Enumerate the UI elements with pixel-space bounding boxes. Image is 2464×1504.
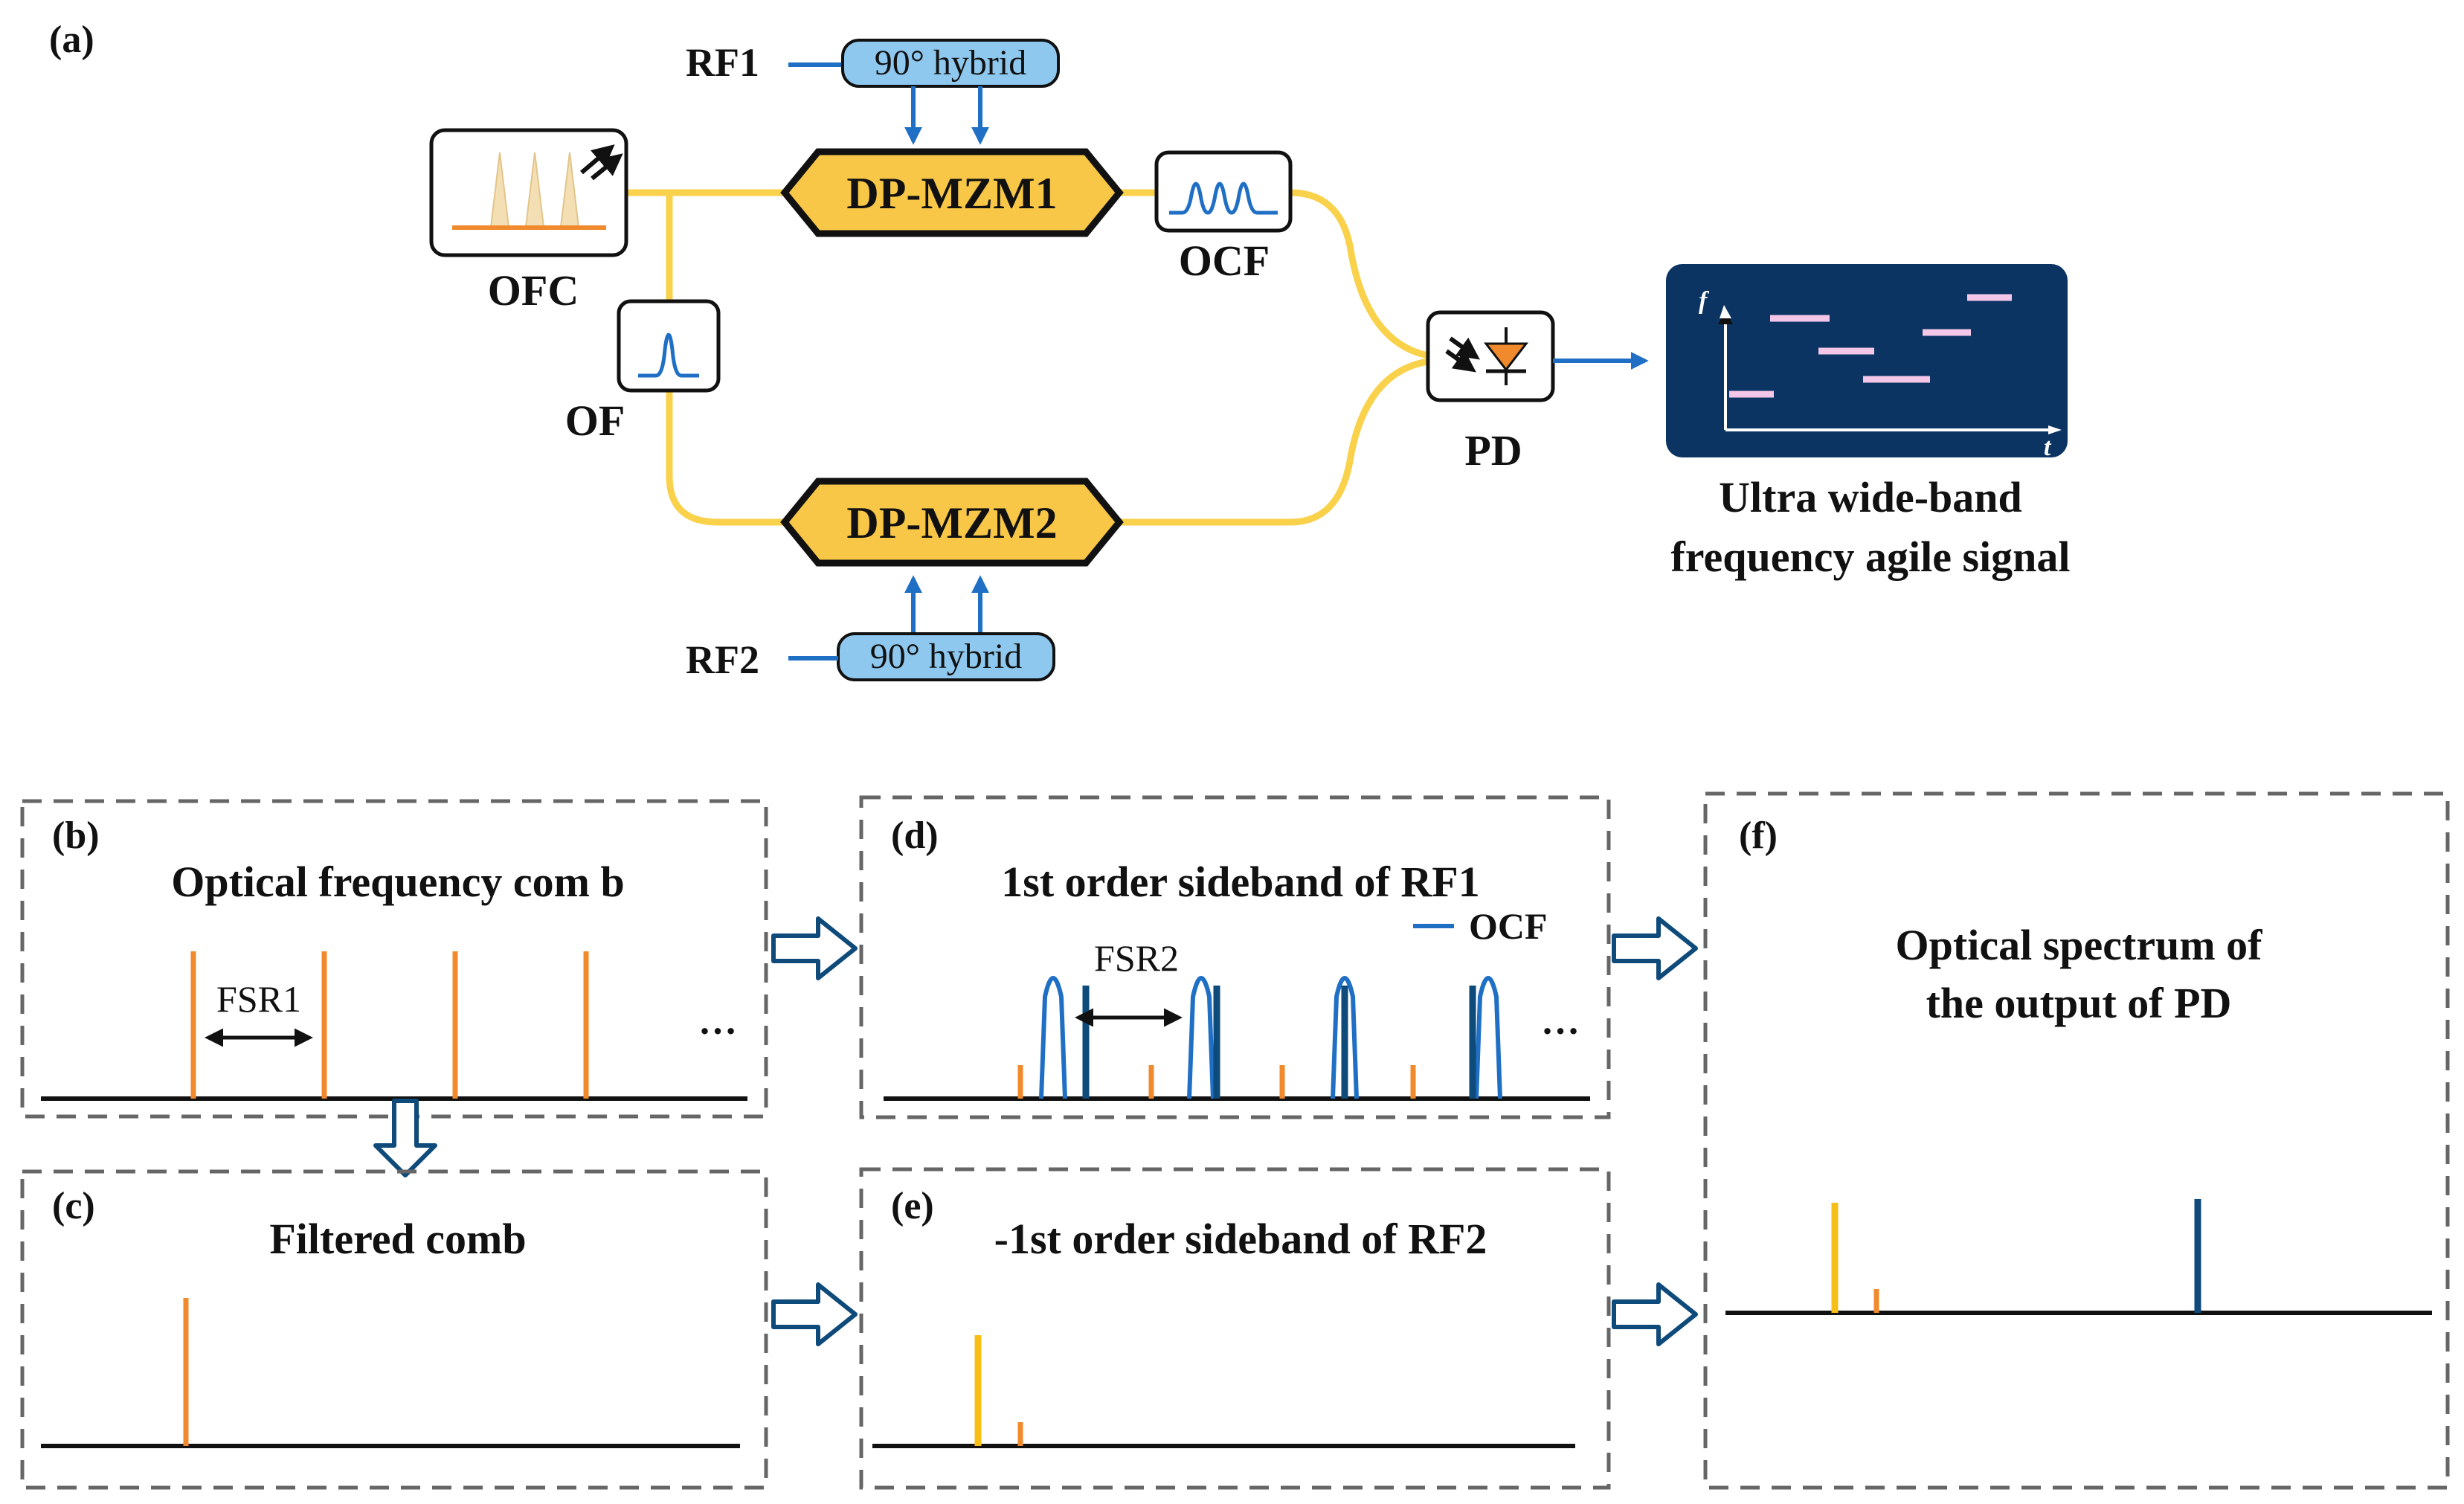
of-box xyxy=(617,299,721,393)
mzm2-label: DP-MZM2 xyxy=(846,498,1057,547)
panel-c: (c) Filtered comb xyxy=(20,1169,768,1490)
fiber-of-down xyxy=(666,391,785,526)
panel-e-title: -1st order sideband of RF2 xyxy=(994,1215,1487,1263)
panel-d-tag: (d) xyxy=(891,814,939,857)
arrow-b-to-c xyxy=(373,1099,437,1177)
ofc-comb-icon xyxy=(452,152,606,230)
panel-d-frame xyxy=(859,795,1611,1119)
of-filter-icon xyxy=(638,332,699,378)
rf2-label: RF2 xyxy=(686,637,759,682)
panel-c-title: Filtered comb xyxy=(269,1215,526,1263)
panel-d-ellipsis: … xyxy=(1541,1000,1580,1043)
panel-d-sidebands xyxy=(1082,986,1476,1099)
panel-f-tag: (f) xyxy=(1739,814,1778,857)
hybrid1-box xyxy=(841,39,1060,88)
panel-e: (e) -1st order sideband of RF2 xyxy=(859,1167,1611,1490)
panel-d: (d) 1st order sideband of RF1 OCF FSR2 … xyxy=(859,795,1611,1119)
output-signal-panel xyxy=(1666,264,2068,457)
fiber-paths xyxy=(626,189,1429,526)
panel-d-carriers xyxy=(1017,1065,1416,1099)
panel-f: (f) Optical spectrum of the output of PD xyxy=(1703,791,2450,1490)
panel-b: (b) Optical frequency com b FSR1 … xyxy=(20,799,768,1119)
axis-t-label: t xyxy=(2044,434,2052,461)
fiber-mzm2-to-pd xyxy=(1119,358,1429,526)
panel-e-tag: (e) xyxy=(891,1185,934,1227)
panel-f-title-line1: Optical spectrum of xyxy=(1896,921,2263,969)
panel-f-title-line2: the output of PD xyxy=(1926,979,2232,1027)
arrow-e-to-f xyxy=(1612,1282,1698,1346)
panel-c-tag: (c) xyxy=(52,1185,95,1227)
mzm1-body xyxy=(780,148,1124,237)
panel-e-frame xyxy=(859,1167,1611,1490)
fiber-ocf-to-pd xyxy=(1290,189,1429,359)
arrow-d-to-f xyxy=(1612,916,1698,980)
mzm2-body xyxy=(780,478,1124,567)
ofc-box xyxy=(429,128,628,257)
pd-box xyxy=(1426,310,1555,402)
of-label: OF xyxy=(565,396,625,445)
panel-d-title: 1st order sideband of RF1 xyxy=(1001,858,1479,906)
ofc-emission-arrows-icon xyxy=(580,144,623,181)
ofc-label: OFC xyxy=(488,266,579,315)
photodiode-icon xyxy=(1445,327,1529,385)
panel-b-title: Optical frequency com b xyxy=(171,858,624,906)
panel-d-ocf-passbands xyxy=(1039,976,1502,1099)
panel-b-tag: (b) xyxy=(52,814,100,857)
mzm1-label: DP-MZM1 xyxy=(846,169,1057,218)
ocf-filter-icon xyxy=(1169,181,1278,215)
legend-ocf-label: OCF xyxy=(1469,905,1548,947)
output-axes xyxy=(1718,305,2062,434)
panel-b-comb-lines xyxy=(190,951,589,1099)
hybrid2-label: 90° hybrid xyxy=(870,637,1023,676)
pd-label: PD xyxy=(1464,426,1522,475)
rf1-label: RF1 xyxy=(686,40,759,85)
output-label-line2: frequency agile signal xyxy=(1670,533,2070,581)
output-label-line1: Ultra wide-band xyxy=(1719,473,2022,521)
fsr2-label: FSR2 xyxy=(1094,937,1179,979)
panel-a: (a) RF1 90° hybrid DP-MZM1 xyxy=(49,19,2071,682)
panel-a-tag: (a) xyxy=(49,19,94,61)
arrow-c-to-e xyxy=(771,1282,858,1346)
panel-b-ellipsis: … xyxy=(698,1000,737,1043)
ocf-label: OCF xyxy=(1179,237,1270,285)
arrow-b-to-d xyxy=(771,916,858,980)
fsr1-label: FSR1 xyxy=(216,978,301,1020)
panel-f-frame xyxy=(1703,791,2450,1490)
frequency-hops xyxy=(1729,294,2012,398)
axis-f-label: f xyxy=(1699,287,1710,315)
hybrid1-label: 90° hybrid xyxy=(875,43,1027,83)
panel-b-frame xyxy=(20,799,768,1119)
